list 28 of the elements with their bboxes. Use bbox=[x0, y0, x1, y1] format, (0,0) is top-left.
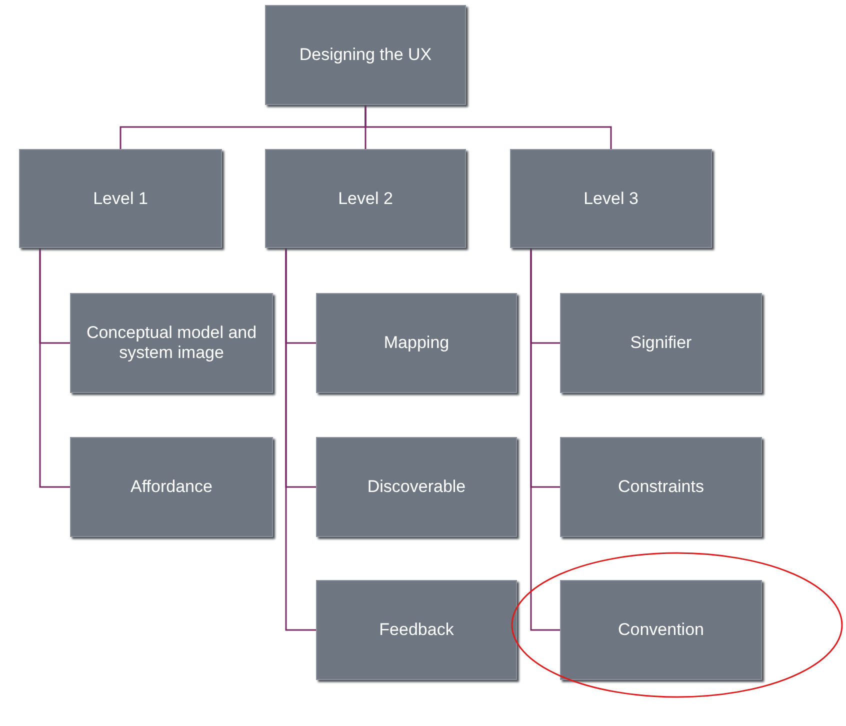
box-label: Signifier bbox=[630, 333, 692, 353]
box-label: Constraints bbox=[618, 477, 704, 497]
box-label: Conceptual model and system image bbox=[85, 323, 258, 363]
box-label: Mapping bbox=[384, 333, 450, 353]
process-box bbox=[560, 437, 762, 537]
connector-line bbox=[39, 248, 70, 488]
process-box bbox=[560, 293, 762, 393]
connector-line bbox=[530, 248, 560, 631]
box-label: Affordance bbox=[130, 477, 212, 497]
process-box bbox=[560, 580, 762, 680]
process-box bbox=[316, 437, 517, 537]
process-box bbox=[70, 293, 273, 393]
box-label: Convention bbox=[618, 620, 704, 640]
process-box bbox=[19, 149, 222, 248]
box-label: Level 3 bbox=[584, 188, 638, 208]
process-box bbox=[316, 580, 517, 680]
connector-line bbox=[364, 105, 612, 149]
process-box bbox=[70, 437, 273, 537]
process-box bbox=[510, 149, 712, 248]
process-box bbox=[265, 149, 466, 248]
box-label: Feedback bbox=[379, 620, 454, 640]
connector-line bbox=[285, 248, 316, 631]
box-label: Level 2 bbox=[338, 188, 393, 208]
box-label: Discoverable bbox=[367, 477, 466, 497]
process-box bbox=[316, 293, 517, 393]
process-box bbox=[265, 5, 466, 105]
box-label: Level 1 bbox=[93, 188, 148, 208]
box-label: Designing the UX bbox=[299, 45, 432, 65]
